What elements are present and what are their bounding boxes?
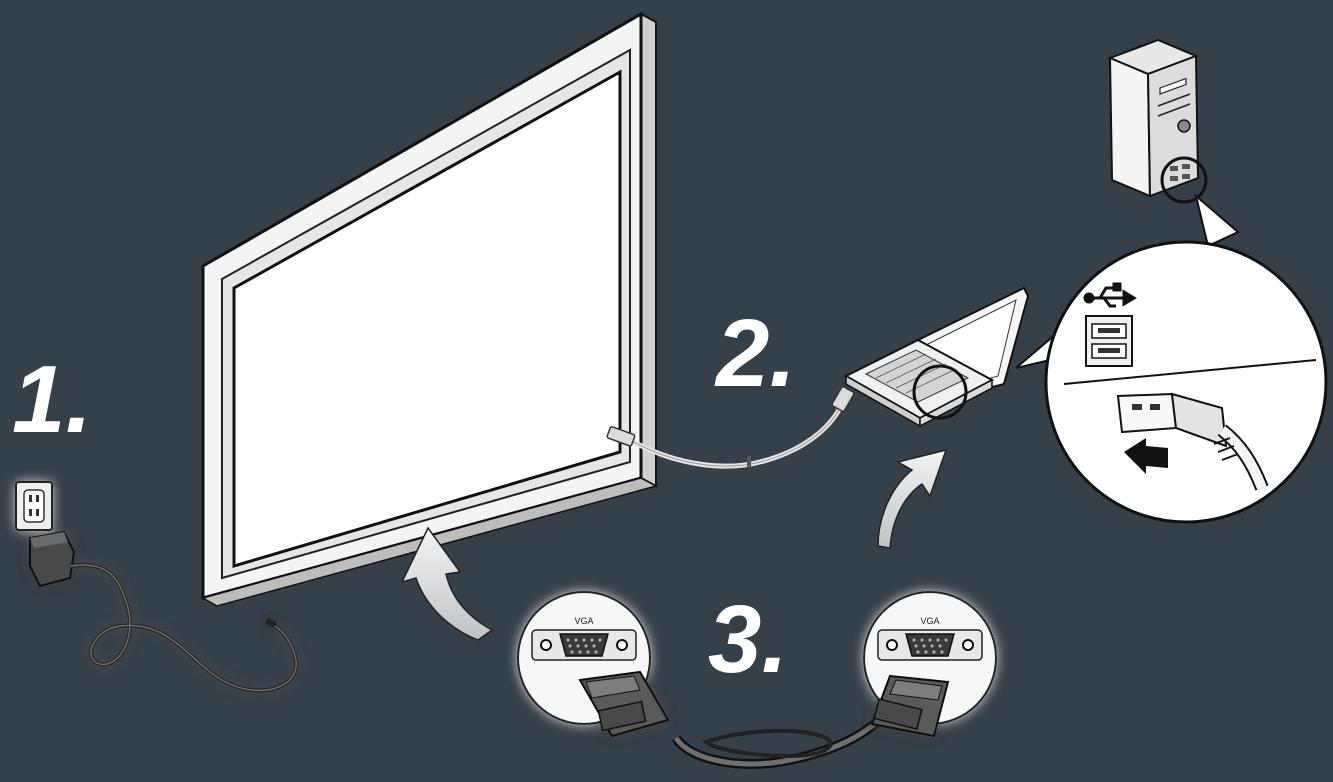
arrow-to-laptop-icon <box>877 448 948 549</box>
usb-cable <box>606 385 855 469</box>
vga-port-callout-left: VGA <box>517 591 670 738</box>
step-3-label: 3. <box>708 586 788 693</box>
usb-symbol-icon <box>1083 282 1137 308</box>
vga-cable <box>671 708 892 769</box>
usb-port <box>1085 315 1133 367</box>
power-adapter <box>15 481 299 693</box>
insert-arrow-icon <box>1124 438 1168 474</box>
step-1-label: 1. <box>12 346 92 453</box>
arrow-to-monitor-icon <box>400 526 494 641</box>
usb-port-callout <box>1015 193 1328 524</box>
monitor <box>201 11 659 607</box>
vga-label-right: VGA <box>920 616 939 626</box>
vga-port-callout-right: VGA <box>863 591 997 738</box>
laptop <box>843 286 1030 428</box>
vga-label-left: VGA <box>574 616 593 626</box>
step-2-label: 2. <box>714 300 796 407</box>
desktop-tower <box>1107 38 1208 204</box>
usb-plug <box>1116 392 1269 491</box>
